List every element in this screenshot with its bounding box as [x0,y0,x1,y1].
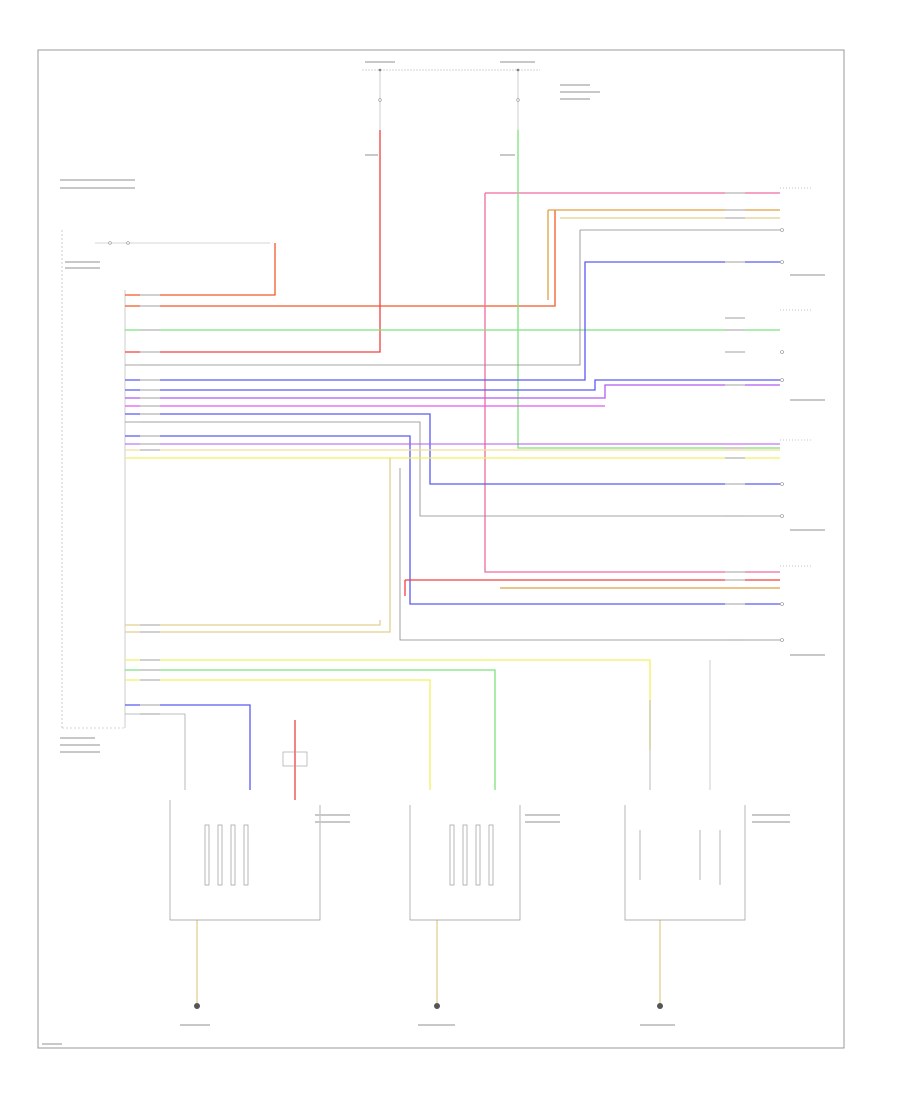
wire-blue-4 [125,435,780,605]
wire-red-3 [125,130,381,353]
right-terminals [780,187,812,642]
wire-tag-marks [140,192,745,715]
label-marks [42,61,825,1045]
left-control-module [61,230,270,729]
wire-green-3 [125,669,496,790]
lower-fuse [282,751,308,767]
wire-tan-4 [125,620,381,626]
diagram-frame [37,49,845,1049]
wire-gray-1 [125,713,186,790]
wire-blue-2 [125,379,780,391]
wire-black-2 [125,230,581,366]
wire-red-2 [125,210,556,307]
wire-blue-1 [125,261,780,381]
switch-modules [169,800,746,921]
wire-green-1 [517,130,780,449]
wire-yellow-3 [125,679,431,790]
ground-symbols [194,1003,663,1009]
wire-pink-1 [484,193,780,573]
top-power-sources [362,68,540,130]
wire-black-4 [399,468,780,641]
wire-blue-5 [125,704,251,790]
wires [125,130,780,1005]
wire-black-3 [125,421,780,517]
wire-tan-3 [125,458,391,633]
wire-purple-1 [125,384,780,399]
wire-red-1 [125,243,276,296]
wire-blue-3 [125,413,780,485]
